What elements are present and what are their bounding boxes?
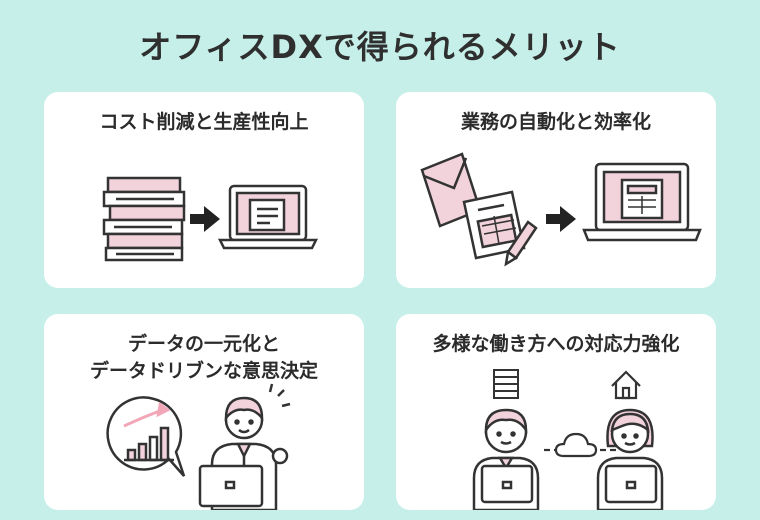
cloud-connection-icon <box>544 432 616 458</box>
laptop-icon <box>217 184 319 250</box>
card-title-cost: コスト削減と生産性向上 <box>99 111 309 133</box>
benefit-card-cost: コスト削減と生産性向上 <box>44 92 364 288</box>
office-building-icon <box>493 369 519 399</box>
cost-illustration <box>102 176 319 262</box>
data-illustration <box>106 383 291 510</box>
spreadsheet-document-icon <box>462 190 526 260</box>
document-stack-icon <box>102 176 186 262</box>
automation-illustration <box>420 152 702 267</box>
arrow-right-icon <box>190 206 220 232</box>
benefit-card-automation: 業務の自動化と効率化 <box>396 92 716 288</box>
benefit-card-workstyle: 多様な働き方への対応力強化 <box>396 314 716 510</box>
house-icon <box>611 370 641 400</box>
pen-icon <box>504 220 538 267</box>
workstyle-illustration <box>472 369 664 510</box>
chart-speech-bubble-icon <box>106 396 186 477</box>
page-title: オフィスDXで得られるメリット <box>139 28 621 66</box>
laptop-icon <box>582 162 702 242</box>
card-title-workstyle: 多様な働き方への対応力強化 <box>432 333 680 355</box>
arrow-right-icon <box>546 206 576 232</box>
card-title-data-line2: データドリブンな意思決定 <box>89 360 318 382</box>
card-title-automation: 業務の自動化と効率化 <box>460 111 651 133</box>
card-title-data-line1: データの一元化と <box>127 333 280 355</box>
man-worker-icon <box>472 408 540 510</box>
laptop-icon <box>198 464 264 508</box>
benefit-card-data: データの一元化と データドリブンな意思決定 <box>44 314 364 510</box>
woman-worker-icon <box>596 408 664 510</box>
